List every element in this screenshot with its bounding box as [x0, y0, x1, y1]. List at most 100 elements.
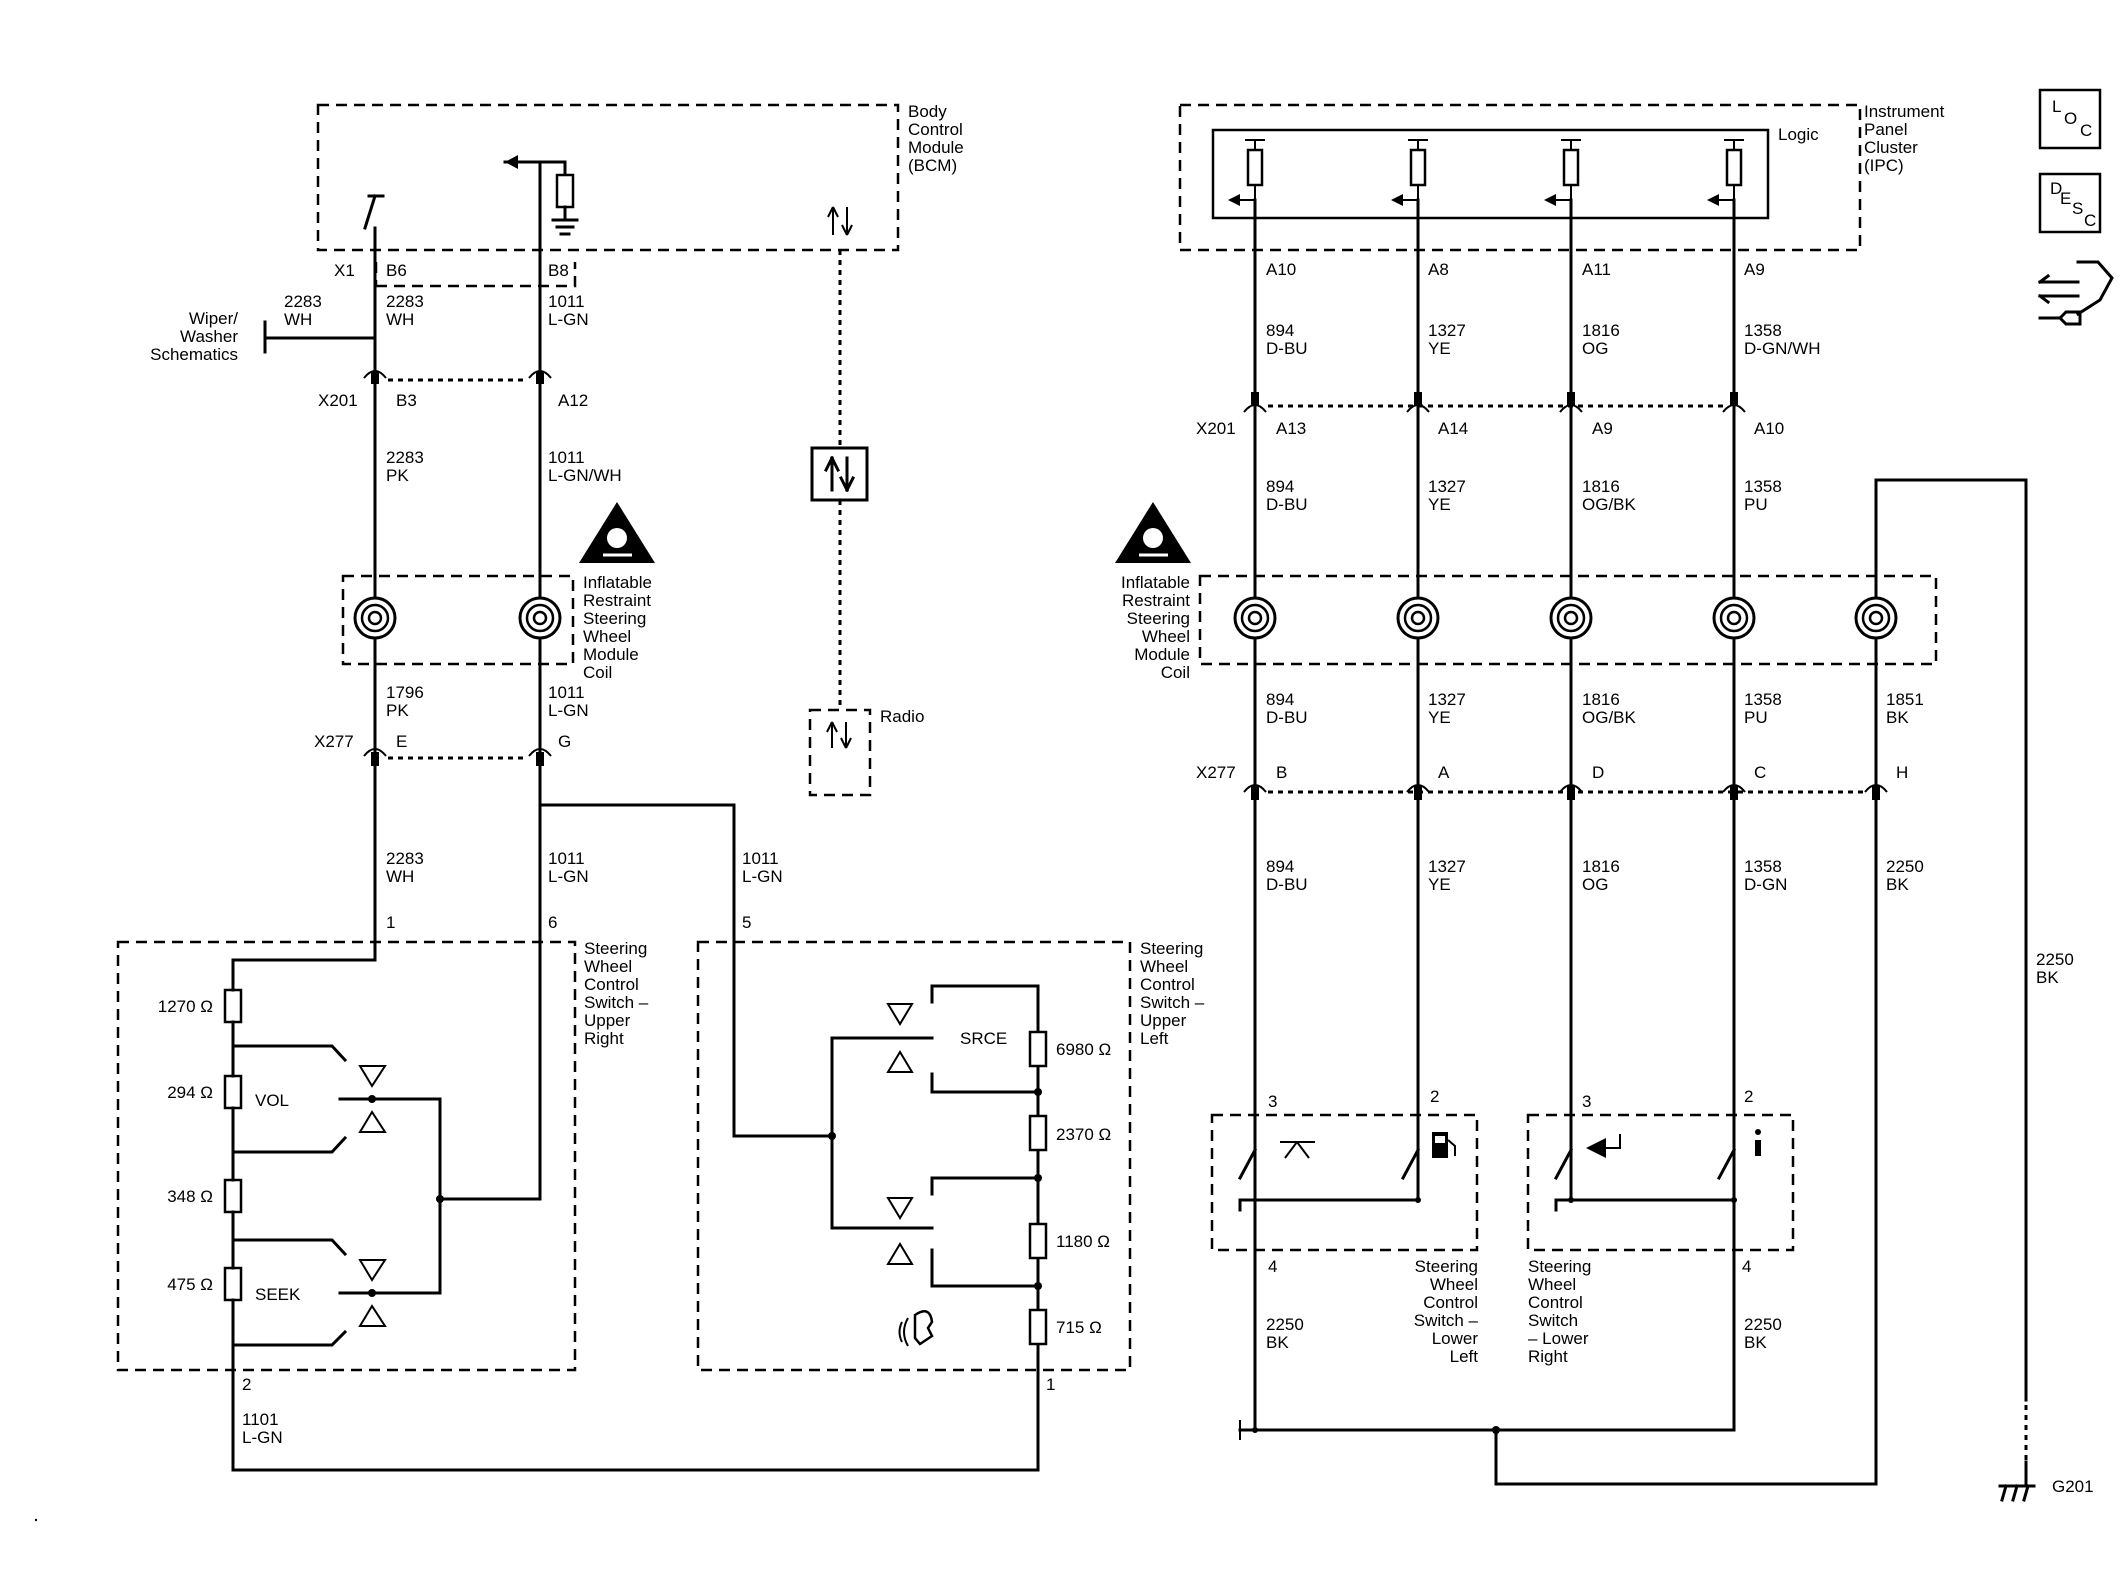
svg-text:2283: 2283: [386, 448, 424, 467]
svg-text:A12: A12: [558, 391, 588, 410]
svg-text:SRCE: SRCE: [960, 1029, 1007, 1048]
desc-icon[interactable]: D E S C: [2038, 172, 2102, 234]
svg-text:C: C: [1754, 763, 1766, 782]
svg-text:YE: YE: [1428, 875, 1451, 894]
resistor-294: [223, 1074, 243, 1110]
svg-text:D-BU: D-BU: [1266, 339, 1308, 358]
svg-text:BK: BK: [1886, 875, 1909, 894]
svg-text:1358: 1358: [1744, 690, 1782, 709]
svg-text:2370 Ω: 2370 Ω: [1056, 1125, 1111, 1144]
svg-text:YE: YE: [1428, 708, 1451, 727]
swc-lower-right: 3 2 4 Steering Wheel Control Switch – Lo…: [1526, 1087, 1795, 1432]
svg-text:PK: PK: [386, 466, 409, 485]
svg-text:Switch: Switch: [1528, 1311, 1578, 1330]
svg-text:L: L: [2052, 97, 2061, 116]
svg-text:Cluster: Cluster: [1864, 138, 1918, 157]
svg-text:Panel: Panel: [1864, 120, 1907, 139]
svg-text:6980 Ω: 6980 Ω: [1056, 1040, 1111, 1059]
svg-text:D: D: [1592, 763, 1604, 782]
svg-text:894: 894: [1266, 857, 1294, 876]
svg-text:2: 2: [242, 1375, 251, 1394]
enter-icon: [1586, 1134, 1621, 1158]
conn-b8: B8: [548, 261, 569, 280]
svg-text:(IPC): (IPC): [1864, 156, 1904, 175]
resistor-475: [223, 1266, 243, 1302]
fuel-icon: [1432, 1132, 1456, 1158]
svg-text:Wheel: Wheel: [1430, 1275, 1478, 1294]
info-icon: [1755, 1129, 1761, 1156]
svg-text:D-BU: D-BU: [1266, 708, 1308, 727]
svg-text:OG: OG: [1582, 875, 1608, 894]
svg-text:A10: A10: [1754, 419, 1784, 438]
svg-text:A13: A13: [1276, 419, 1306, 438]
svg-text:Restraint: Restraint: [583, 591, 651, 610]
svg-text:L-GN: L-GN: [242, 1428, 283, 1447]
svg-text:Steering: Steering: [583, 609, 646, 628]
ipc-module: Logic Instrument Panel Cluster (IPC): [1178, 102, 1945, 252]
svg-text:1358: 1358: [1744, 477, 1782, 496]
svg-text:1011: 1011: [548, 849, 585, 868]
svg-text:Body: Body: [908, 102, 947, 121]
svg-text:BK: BK: [1744, 1333, 1767, 1352]
svg-text:Control: Control: [1140, 975, 1195, 994]
svg-text:L-GN: L-GN: [742, 867, 783, 886]
svg-text:1816: 1816: [1582, 477, 1620, 496]
svg-text:A: A: [1438, 763, 1450, 782]
svg-text:475 Ω: 475 Ω: [167, 1275, 213, 1294]
svg-text:1011: 1011: [548, 292, 585, 311]
svg-text:X201: X201: [1196, 419, 1236, 438]
svg-text:348 Ω: 348 Ω: [167, 1187, 213, 1206]
svg-text:3: 3: [1268, 1092, 1277, 1111]
svg-text:L-GN: L-GN: [548, 867, 589, 886]
svg-text:X277: X277: [1196, 763, 1236, 782]
svg-text:A8: A8: [1428, 260, 1449, 279]
svg-text:Module: Module: [908, 138, 964, 157]
loc-icon[interactable]: L O C: [2038, 88, 2102, 150]
svg-text:1816: 1816: [1582, 690, 1620, 709]
connector-icon[interactable]: [2037, 260, 2114, 326]
conn-b6: B6: [386, 261, 407, 280]
svg-text:Inflatable: Inflatable: [583, 573, 652, 592]
svg-text:YE: YE: [1428, 339, 1451, 358]
svg-text:SEEK: SEEK: [255, 1285, 301, 1304]
svg-text:Module: Module: [583, 645, 639, 664]
swc-upper-left: 5 Steering Wheel Control Switch – Upper …: [696, 913, 1205, 1472]
svg-text:Schematics: Schematics: [150, 345, 238, 364]
svg-text:Right: Right: [1528, 1347, 1568, 1366]
svg-text:1796: 1796: [386, 683, 424, 702]
svg-text:BK: BK: [2036, 968, 2059, 987]
svg-text:4: 4: [1268, 1257, 1277, 1276]
svg-text:1816: 1816: [1582, 321, 1620, 340]
svg-text:1101: 1101: [242, 1410, 279, 1429]
svg-text:A9: A9: [1592, 419, 1613, 438]
svg-text:Steering: Steering: [1415, 1257, 1478, 1276]
svg-text:1327: 1327: [1428, 321, 1466, 340]
svg-text:L-GN: L-GN: [548, 701, 589, 720]
svg-text:Steering: Steering: [1528, 1257, 1591, 1276]
svg-text:1327: 1327: [1428, 857, 1466, 876]
svg-text:2283: 2283: [284, 292, 322, 311]
svg-text:E: E: [396, 732, 407, 751]
svg-text:YE: YE: [1428, 495, 1451, 514]
airbag-warning-icon: [579, 502, 655, 563]
svg-text:1358: 1358: [1744, 321, 1782, 340]
svg-text:Wheel: Wheel: [583, 627, 631, 646]
svg-text:Module: Module: [1134, 645, 1190, 664]
svg-text:Radio: Radio: [880, 707, 924, 726]
svg-text:D-BU: D-BU: [1266, 875, 1308, 894]
svg-text:S: S: [2072, 199, 2083, 218]
svg-text:Control: Control: [908, 120, 963, 139]
svg-text:1011: 1011: [548, 683, 585, 702]
resistor-1270: [223, 988, 243, 1024]
svg-text:L-GN/WH: L-GN/WH: [548, 466, 622, 485]
resistor-2370: [1028, 1114, 1048, 1152]
svg-text:2: 2: [1430, 1087, 1439, 1106]
x201-right-connector: X201 A13 A14 A9 A10: [1196, 392, 1784, 438]
svg-text:894: 894: [1266, 321, 1294, 340]
svg-text:Steering: Steering: [1140, 939, 1203, 958]
svg-text:X277: X277: [314, 732, 354, 751]
svg-text:B: B: [1276, 763, 1287, 782]
svg-text:OG/BK: OG/BK: [1582, 495, 1637, 514]
svg-text:294 Ω: 294 Ω: [167, 1083, 213, 1102]
